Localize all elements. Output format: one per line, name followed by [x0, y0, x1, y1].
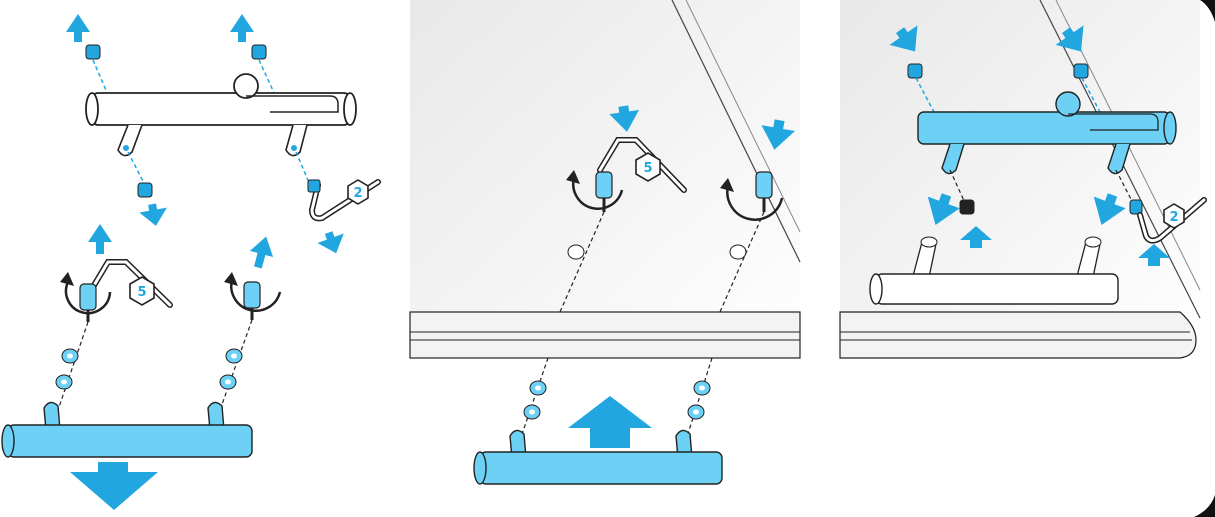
washer-icon [219, 374, 237, 390]
set-screw-icon [959, 199, 975, 215]
mounting-screw [79, 283, 97, 322]
arrow-down-icon [927, 193, 960, 226]
rotate-icon [224, 272, 282, 312]
set-screw-icon [1129, 199, 1143, 215]
hex-key-icon: 5 [597, 137, 687, 193]
hex-key-size-label: 5 [137, 285, 146, 300]
mounting-screw [243, 281, 261, 320]
rotate-icon [566, 170, 624, 210]
mounting-screw [755, 171, 773, 212]
washer-icon [529, 380, 547, 396]
washer-icon [523, 404, 541, 420]
arrow-down-icon [1055, 25, 1084, 52]
corner-decoration [1200, 0, 1215, 22]
arrow-up-icon [88, 224, 112, 254]
washer-icon [225, 348, 243, 364]
arrow-up-icon [66, 14, 90, 42]
hex-key-icon: 5 [87, 259, 173, 308]
washer-icon [567, 244, 585, 260]
set-screw-icon [137, 182, 153, 198]
mounted-posts [911, 236, 1102, 283]
panel-1: 2 5 [1, 14, 381, 510]
glass-panel-edge [839, 311, 1197, 359]
arrow-up-icon [249, 236, 274, 269]
arrow-up-icon [1138, 244, 1170, 266]
hex-key-icon: 2 [307, 179, 381, 222]
washer-icon [687, 404, 705, 420]
arrow-down-icon [889, 25, 918, 52]
arrow-down-icon [139, 203, 167, 226]
rotate-icon [720, 178, 784, 221]
hex-key-size-label: 2 [353, 186, 362, 201]
towel-bar [917, 91, 1177, 175]
hex-key-icon: 2 [1137, 197, 1207, 244]
glass-panel-edge [409, 311, 801, 359]
arrow-up-icon [230, 14, 254, 42]
panel-3: 2 [839, 0, 1207, 359]
hex-key-size-label: 2 [1169, 210, 1178, 225]
arrow-down-icon [70, 462, 158, 510]
set-screw-icon [85, 44, 101, 60]
arrow-down-icon [1093, 193, 1126, 226]
washer-icon [55, 374, 73, 390]
arrow-down-icon [609, 105, 640, 132]
set-screw-icon [251, 44, 267, 60]
arrow-down-icon [317, 231, 344, 254]
hex-key-size-label: 5 [643, 161, 652, 176]
rotate-icon [60, 272, 112, 315]
existing-handle [85, 73, 357, 157]
arrow-down-icon [761, 119, 795, 150]
new-handle [473, 429, 723, 485]
arrow-up-icon [960, 226, 992, 248]
lower-handle-outline [869, 273, 1119, 305]
new-handle [1, 401, 253, 458]
mounting-screw [595, 171, 613, 212]
washer-icon [693, 380, 711, 396]
panel-2: 5 [409, 0, 801, 485]
set-screw-icon [1073, 63, 1089, 79]
set-screw-icon [907, 63, 923, 79]
corner-decoration [1194, 495, 1215, 517]
washer-icon [61, 348, 79, 364]
arrow-up-icon [568, 396, 652, 448]
